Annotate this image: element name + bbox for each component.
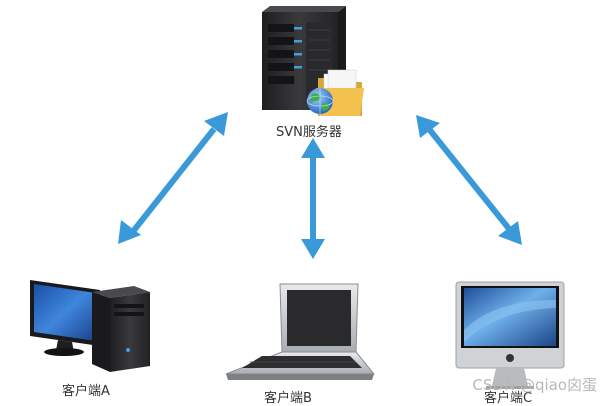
arrow-server-client-a — [118, 112, 228, 244]
arrow-server-client-c — [416, 115, 522, 245]
watermark: CSDN @qiao囟蛋 — [472, 376, 597, 394]
client-b-label: 客户端B — [264, 391, 312, 406]
laptop-icon — [225, 283, 376, 380]
globe-icon — [306, 88, 334, 114]
client-c-label: 客户端C — [484, 391, 533, 406]
server-label: SVN服务器 — [276, 125, 342, 140]
client-a-label: 客户端A — [62, 384, 110, 399]
desktop-pc-icon — [30, 280, 150, 372]
arrow-server-client-b — [301, 138, 325, 259]
imac-icon — [455, 281, 565, 389]
